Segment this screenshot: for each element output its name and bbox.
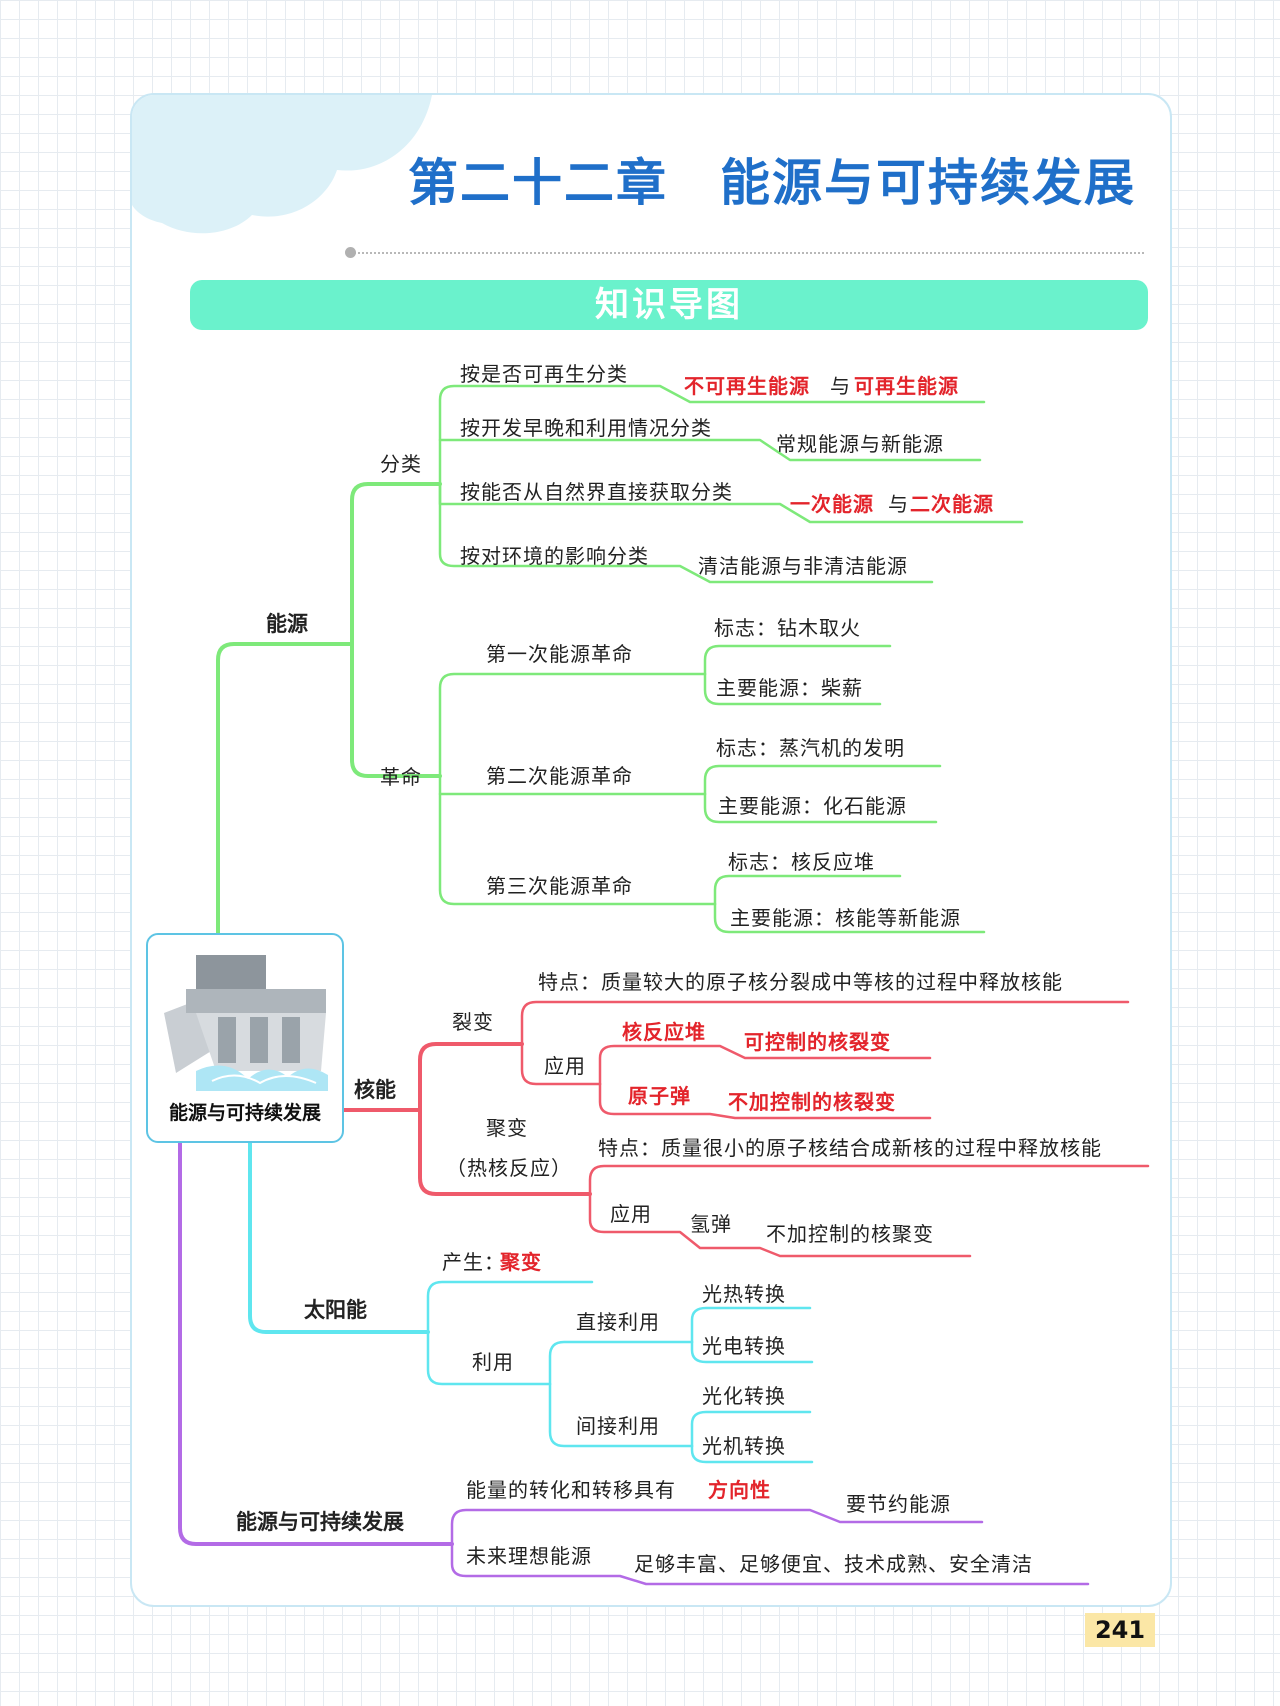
revolution-2-mark: 标志：蒸汽机的发明 [716,736,905,760]
edge-nuclear-fission [418,1042,524,1112]
sustain-a-result: 要节约能源 [846,1492,951,1516]
fission-app-reactor: 核反应堆 [622,1020,706,1044]
central-label: 能源与可持续发展 [168,1102,321,1124]
solar-indirect-1: 光化转换 [702,1384,786,1408]
edge-indirect-1 [690,1410,812,1448]
solar-indirect: 间接利用 [576,1414,660,1438]
cloud-decoration [132,95,432,234]
branch-energy: 能源 [266,612,308,636]
edge-rev3-mark [713,874,902,906]
solar-produce-prefix: 产生： [442,1250,505,1274]
branch-solar: 太阳能 [304,1298,367,1322]
solar-direct: 直接利用 [576,1310,660,1334]
classify-result-1a: 不可再生能源 [684,374,810,398]
revolution-1-mark: 标志：钻木取火 [714,616,861,640]
edge-rev2-main [703,792,938,824]
fusion-app-desc: 不加控制的核聚变 [766,1222,934,1246]
fission-app-reactor-desc: 可控制的核裂变 [744,1030,891,1054]
dam-illustration [164,955,328,1091]
revolution-3-main: 主要能源：核能等新能源 [730,906,961,930]
edge-classify-2 [438,438,982,462]
edge-classify-1 [438,384,986,486]
edge-direct-1 [690,1306,812,1344]
classify-criterion-4: 按对环境的影响分类 [460,544,649,568]
classify-result-4: 清洁能源与非清洁能源 [698,554,908,578]
edge-use-direct [548,1340,694,1386]
edge-rev3-main [713,902,986,934]
edge-fission-app [520,1042,602,1086]
fission-app-bomb: 原子弹 [628,1084,691,1108]
edge-fusion-feature [588,1164,1150,1196]
node-fusion-sub: （热核反应） [446,1156,572,1180]
divider [350,252,1144,254]
sustain-a-prefix: 能量的转化和转移具有 [466,1478,676,1502]
edge-sustain-b [450,1542,1090,1586]
central-node: 能源与可持续发展 [146,933,344,1143]
fission-app-label: 应用 [544,1054,586,1078]
fusion-app-hbomb: 氢弹 [690,1212,732,1236]
revolution-2-main: 主要能源：化石能源 [718,794,907,818]
fission-app-bomb-desc: 不加控制的核裂变 [728,1090,896,1114]
edge-sustain-a [450,1508,984,1546]
edge-app-bomb [598,1082,932,1120]
solar-direct-2: 光电转换 [702,1334,786,1358]
classify-criterion-2: 按开发早晚和利用情况分类 [460,416,712,440]
edge-use-indirect [548,1382,694,1448]
edge-fission-feature [520,1000,1130,1046]
page-number: 241 [1085,1613,1155,1647]
edge-central-energy [216,642,354,935]
edge-rev2-mark [703,764,942,796]
revolution-1-main: 主要能源：柴薪 [716,676,863,700]
edge-solar-use [426,1330,552,1386]
revolution-3: 第三次能源革命 [486,874,633,898]
node-fission: 裂变 [452,1010,494,1034]
section-banner: 知识导图 [190,280,1148,330]
node-classify: 分类 [380,452,422,476]
revolution-1: 第一次能源革命 [486,642,633,666]
divider-dot [345,247,356,258]
edge-energy-trunk [349,482,442,646]
node-revolution: 革命 [380,765,422,789]
edge-energy-revolution [350,642,442,778]
edge-app-reactor [598,1044,932,1086]
edge-fusion-app [588,1192,972,1258]
edge-indirect-2 [690,1444,814,1464]
solar-direct-1: 光热转换 [702,1282,786,1306]
classify-result-3a: 一次能源 [790,492,874,516]
classify-criterion-3: 按能否从自然界直接获取分类 [460,480,733,504]
fission-feature: 特点：质量较大的原子核分裂成中等核的过程中释放核能 [538,970,1063,994]
solar-produce-value: 聚变 [500,1250,542,1274]
classify-criterion-1: 按是否可再生分类 [460,362,628,386]
edge-central-sustain [178,1137,454,1546]
sustain-a-highlight: 方向性 [708,1478,771,1502]
branch-nuclear: 核能 [354,1078,396,1102]
revolution-2: 第二次能源革命 [486,764,633,788]
page-card: 第二十二章 能源与可持续发展 知识导图 [130,93,1172,1607]
edge-central-solar [248,1137,430,1334]
edge-rev1-main [703,672,882,706]
edge-classify-4 [438,482,934,584]
sustain-b-label: 未来理想能源 [466,1544,592,1568]
edge-direct-2 [690,1340,814,1364]
edge-solar-produce [426,1280,594,1334]
fusion-app-label: 应用 [610,1202,652,1226]
classify-result-1b: 可再生能源 [854,374,959,398]
solar-indirect-2: 光机转换 [702,1434,786,1458]
edge-rev-3 [438,792,717,906]
solar-use: 利用 [472,1350,514,1374]
node-fusion: 聚变 [486,1116,528,1140]
edge-rev-1 [438,672,707,778]
classify-result-1mid: 与 [830,374,851,398]
classify-result-3b: 二次能源 [910,492,994,516]
branch-sustain: 能源与可持续发展 [236,1510,404,1534]
fusion-feature: 特点：质量很小的原子核结合成新核的过程中释放核能 [598,1136,1102,1160]
revolution-3-mark: 标志：核反应堆 [728,850,875,874]
sustain-b-result: 足够丰富、足够便宜、技术成熟、安全清洁 [634,1552,1033,1576]
chapter-title: 第二十二章 能源与可持续发展 [408,154,1136,212]
classify-result-2: 常规能源与新能源 [776,432,944,456]
classify-result-3mid: 与 [888,492,909,516]
edge-nuclear-fusion [418,1108,592,1196]
edge-rev1-mark [703,644,892,676]
